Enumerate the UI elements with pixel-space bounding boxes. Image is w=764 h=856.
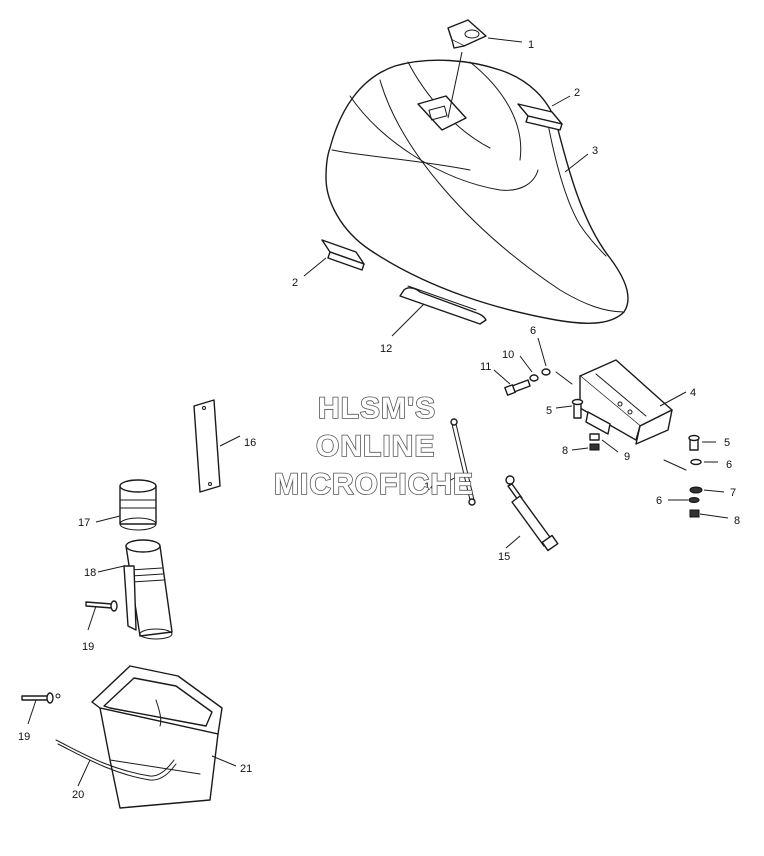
part-14-strap[interactable] [450, 418, 476, 506]
leader-18 [97, 565, 125, 573]
part-18-tube[interactable] [123, 539, 173, 640]
leader-11 [493, 369, 511, 385]
callout-8b: 8 [734, 515, 740, 527]
callout-17: 17 [78, 517, 90, 529]
leader-6a [537, 337, 547, 367]
leader-21 [211, 755, 237, 767]
leader-8b [699, 513, 729, 519]
watermark-line-3: MICROFICHE [274, 468, 474, 501]
part-2-bumper-lower[interactable] [321, 239, 365, 271]
leader-16 [219, 435, 241, 447]
part-3-hood[interactable] [325, 51, 629, 324]
leader-8a [571, 447, 589, 451]
callout-7: 7 [730, 487, 736, 499]
part-5-bolt-right[interactable] [688, 434, 700, 451]
callout-8a: 8 [562, 445, 568, 457]
callout-4: 4 [690, 387, 696, 399]
watermark: HLSM'S ONLINE MICROFICHE [273, 391, 474, 502]
leader-7 [703, 489, 725, 493]
callout-5b: 5 [724, 437, 730, 449]
callout-19a: 19 [82, 641, 94, 653]
callout-14: 14 [424, 481, 436, 493]
leader-2a [551, 95, 571, 107]
part-2-bumper-upper[interactable] [517, 103, 563, 131]
callout-10: 10 [502, 349, 514, 361]
part-19-rivet-lower[interactable] [21, 692, 61, 704]
callout-11: 11 [480, 361, 491, 373]
callout-6b: 6 [726, 459, 732, 471]
leader-12 [391, 303, 425, 337]
part-7-washer[interactable] [689, 486, 703, 494]
part-19-rivet-upper[interactable] [85, 600, 118, 612]
callout-18: 18 [84, 567, 96, 579]
part-11-bolt[interactable] [504, 379, 531, 396]
part-16-panel-strip[interactable] [193, 399, 221, 493]
leader-15 [505, 535, 521, 549]
callout-21: 21 [240, 763, 252, 775]
part-1-latch-tab[interactable] [447, 19, 487, 49]
callout-6c: 6 [656, 495, 662, 507]
leader-9 [601, 439, 619, 453]
callout-15: 15 [498, 551, 510, 563]
leader-10 [519, 355, 533, 373]
leader-2b [303, 257, 327, 277]
callout-5a: 5 [546, 405, 552, 417]
part-20-seal-strip[interactable] [55, 739, 177, 781]
callout-12: 12 [380, 343, 392, 355]
part-8-nut-right[interactable] [689, 509, 700, 518]
part-6-lockwasher-right-bottom[interactable] [688, 497, 700, 503]
part-17-cylinder[interactable] [119, 479, 157, 531]
callout-2a: 2 [574, 87, 580, 99]
callout-2b: 2 [292, 277, 298, 289]
callout-6a: 6 [530, 325, 536, 337]
leader-20 [77, 759, 91, 787]
callout-3: 3 [592, 145, 598, 157]
leader-19a [87, 605, 97, 631]
part-6-lockwasher-right-top[interactable] [690, 458, 702, 466]
leader-1 [487, 37, 523, 43]
callout-9: 9 [624, 451, 630, 463]
callout-1: 1 [528, 39, 534, 51]
callout-16: 16 [244, 437, 256, 449]
watermark-line-1: HLSM'S [318, 392, 436, 425]
part-6-lockwasher-top[interactable] [541, 368, 551, 376]
part-21-storage-box[interactable] [91, 665, 223, 809]
leader-4 [659, 391, 687, 407]
part-10-washer[interactable] [529, 374, 539, 382]
leader-14 [439, 475, 459, 487]
part-5-bolt-left[interactable] [571, 398, 584, 419]
leader-17 [95, 515, 121, 523]
callout-19b: 19 [18, 731, 30, 743]
part-15-gas-strut[interactable] [505, 475, 559, 552]
watermark-line-2: ONLINE [316, 430, 435, 463]
part-12-handle[interactable] [399, 285, 487, 325]
leader-3 [564, 153, 589, 173]
leader-5a [555, 405, 573, 409]
leader-19b [27, 699, 37, 725]
part-4-hinge-bracket[interactable] [579, 359, 673, 445]
part-9-nut[interactable] [589, 433, 600, 451]
callout-20: 20 [72, 789, 84, 801]
